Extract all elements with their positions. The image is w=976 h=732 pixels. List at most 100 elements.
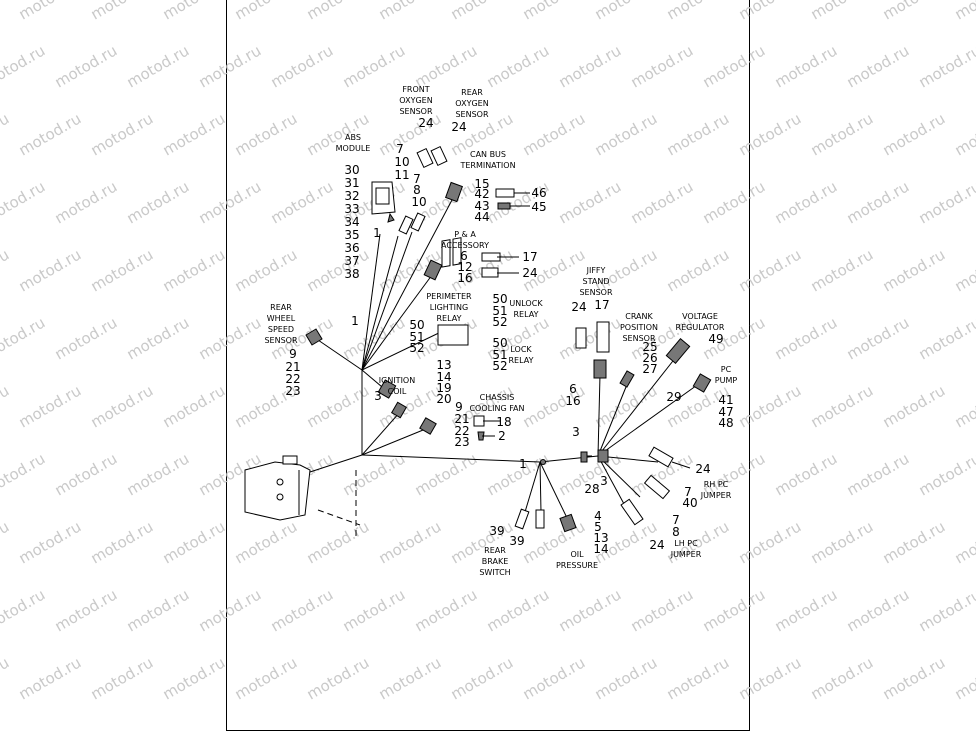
watermark-text: motod.ru [628,177,697,227]
svg-text:43: 43 [474,199,489,213]
svg-text:JUMPER: JUMPER [670,550,702,559]
watermark-text: motod.ru [664,653,733,703]
watermark-text: motod.ru [16,109,85,159]
svg-text:RELAY: RELAY [509,356,534,365]
callout-can-left: 15 42 43 44 [474,177,489,224]
svg-text:CAN BUS: CAN BUS [470,150,506,159]
watermark-text: motod.ru [304,517,373,567]
svg-text:IGNITION: IGNITION [379,376,415,385]
watermark-text: motod.ru [88,653,157,703]
watermark-text: motod.ru [700,177,769,227]
callout-oil: 4 5 13 14 [593,509,608,556]
component-symbols [305,145,712,533]
watermark-text: motod.ru [808,653,877,703]
watermark-text: motod.ru [232,653,301,703]
svg-text:47: 47 [718,405,733,419]
frame-bracket [244,455,311,521]
svg-text:5: 5 [594,520,602,534]
callout-front-o2: 24 [418,116,433,130]
rear-oxygen-sensor-label: REAR OXYGEN SENSOR [455,88,489,119]
svg-text:50: 50 [409,318,424,332]
callout-can-46: 46 [531,186,546,200]
svg-text:22: 22 [454,424,469,438]
svg-text:STAND: STAND [583,277,610,286]
watermark-text: motod.ru [880,381,949,431]
ignition-coil-label: IGNITION COIL [379,376,415,396]
watermark-text: motod.ru [808,381,877,431]
watermark-text: motod.ru [196,313,265,363]
svg-text:COIL: COIL [388,387,407,396]
watermark-text: motod.ru [772,177,841,227]
watermark-text: motod.ru [520,0,589,23]
watermark-text: motod.ru [736,0,805,23]
watermark-text: motod.ru [700,41,769,91]
rear-wheel-speed-sensor-label: REAR WHEEL SPEED SENSOR [264,303,297,345]
svg-text:COOLING FAN: COOLING FAN [469,404,524,413]
watermark-text: motod.ru [124,177,193,227]
callout-rwss: 9 21 22 23 [285,347,300,398]
watermark-text: motod.ru [412,41,481,91]
callout-numbers: 24 24 30 31 32 33 34 35 36 37 38 1 7 10 … [285,116,733,556]
svg-text:52: 52 [492,315,507,329]
svg-text:26: 26 [642,351,657,365]
abs-module-label: ABS MODULE [336,133,371,153]
svg-text:27: 27 [642,362,657,376]
svg-text:SENSOR: SENSOR [264,336,297,345]
svg-text:REAR: REAR [461,88,483,97]
watermark-text: motod.ru [736,109,805,159]
callout-pa-16: 16 [457,271,472,285]
watermark-text: motod.ru [124,449,193,499]
watermark-text: motod.ru [556,41,625,91]
svg-text:SENSOR: SENSOR [579,288,612,297]
watermark-text: motod.ru [0,381,12,431]
svg-text:32: 32 [344,189,359,203]
watermark-text: motod.ru [700,585,769,635]
watermark-text: motod.ru [664,245,733,295]
callout-fan-stack: 21 22 23 [454,412,469,449]
watermark-text: motod.ru [0,245,12,295]
watermark-text: motod.ru [16,381,85,431]
watermark-text: motod.ru [808,0,877,23]
callout-relay: 50 51 52 [409,318,424,355]
watermark-text: motod.ru [232,109,301,159]
watermark-text: motod.ru [664,109,733,159]
front-oxygen-sensor-label: FRONT OXYGEN SENSOR [399,85,433,116]
watermark-text: motod.ru [952,0,976,23]
callout-col-a: 7 10 11 [394,142,409,182]
oil-pressure-label: OIL PRESSURE [556,550,598,570]
callout-jiffy-24: 24 [571,300,586,314]
svg-text:VOLTAGE: VOLTAGE [682,312,718,321]
watermark-text: motod.ru [916,585,976,635]
svg-text:35: 35 [344,228,359,242]
watermark-text: motod.ru [520,517,589,567]
svg-text:REGULATOR: REGULATOR [676,323,725,332]
svg-text:8: 8 [413,183,421,197]
callout-brake-39b: 39 [509,534,524,548]
svg-text:22: 22 [285,372,300,386]
callout-pump: 41 47 48 [718,393,733,430]
watermark-text: motod.ru [88,245,157,295]
watermark-text: motod.ru [196,585,265,635]
callout-pump-29: 29 [666,390,681,404]
svg-text:42: 42 [474,187,489,201]
watermark-text: motod.ru [376,517,445,567]
watermark-text: motod.ru [880,517,949,567]
watermark-text: motod.ru [196,177,265,227]
callout-lh-7-8: 7 8 [672,513,680,539]
callout-vr-49: 49 [708,332,723,346]
callout-brake-39a: 39 [489,524,504,538]
callout-col-b: 7 8 10 [411,172,426,209]
watermark-text: motod.ru [592,0,661,23]
watermark-text: motod.ru [0,41,48,91]
callout-crank: 25 26 27 [642,340,657,376]
watermark-text: motod.ru [0,517,12,567]
svg-text:8: 8 [672,525,680,539]
svg-text:REAR: REAR [484,546,506,555]
watermark-text: motod.ru [736,517,805,567]
svg-text:CHASSIS: CHASSIS [480,393,515,402]
svg-text:PC: PC [721,365,732,374]
watermark-text: motod.ru [0,109,12,159]
watermark-text: motod.ru [340,585,409,635]
svg-text:RELAY: RELAY [437,314,462,323]
svg-text:34: 34 [344,215,359,229]
